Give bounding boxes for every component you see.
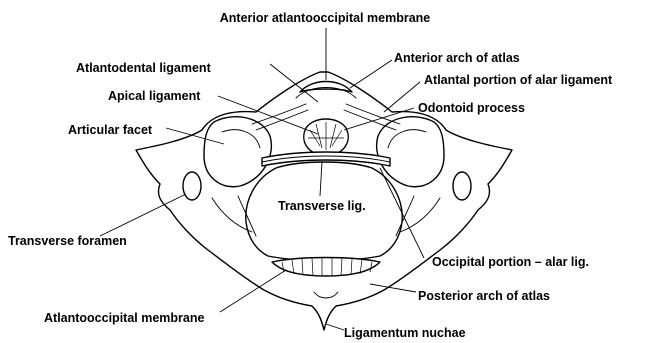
label-transverse-lig: Transverse lig. <box>278 199 366 213</box>
leader-ligamentum-nuchae <box>326 324 344 330</box>
label-odontoid-process: Odontoid process <box>418 101 525 115</box>
label-atlantal-portion-of-alar-ligament: Atlantal portion of alar ligament <box>424 73 613 87</box>
label-anterior-arch-of-atlas: Anterior arch of atlas <box>394 51 520 65</box>
label-anterior-atlantooccipital-membrane: Anterior atlantooccipital membrane <box>220 11 431 25</box>
leader-anterior-arch <box>350 60 392 88</box>
label-transverse-foramen: Transverse foramen <box>8 234 127 248</box>
label-atlantodental-ligament: Atlantodental ligament <box>76 61 212 75</box>
leader-atlantal-alar <box>384 82 420 112</box>
label-articular-facet: Articular facet <box>68 123 153 137</box>
label-occipital-portion-alar-lig: Occipital portion – alar lig. <box>432 255 589 269</box>
right-transverse-foramen <box>453 172 471 200</box>
label-ligamentum-nuchae: Ligamentum nuchae <box>344 326 466 340</box>
label-atlantooccipital-membrane: Atlantooccipital membrane <box>44 311 204 325</box>
left-transverse-foramen <box>183 172 201 200</box>
label-posterior-arch-of-atlas: Posterior arch of atlas <box>418 289 550 303</box>
label-apical-ligament: Apical ligament <box>108 89 201 103</box>
